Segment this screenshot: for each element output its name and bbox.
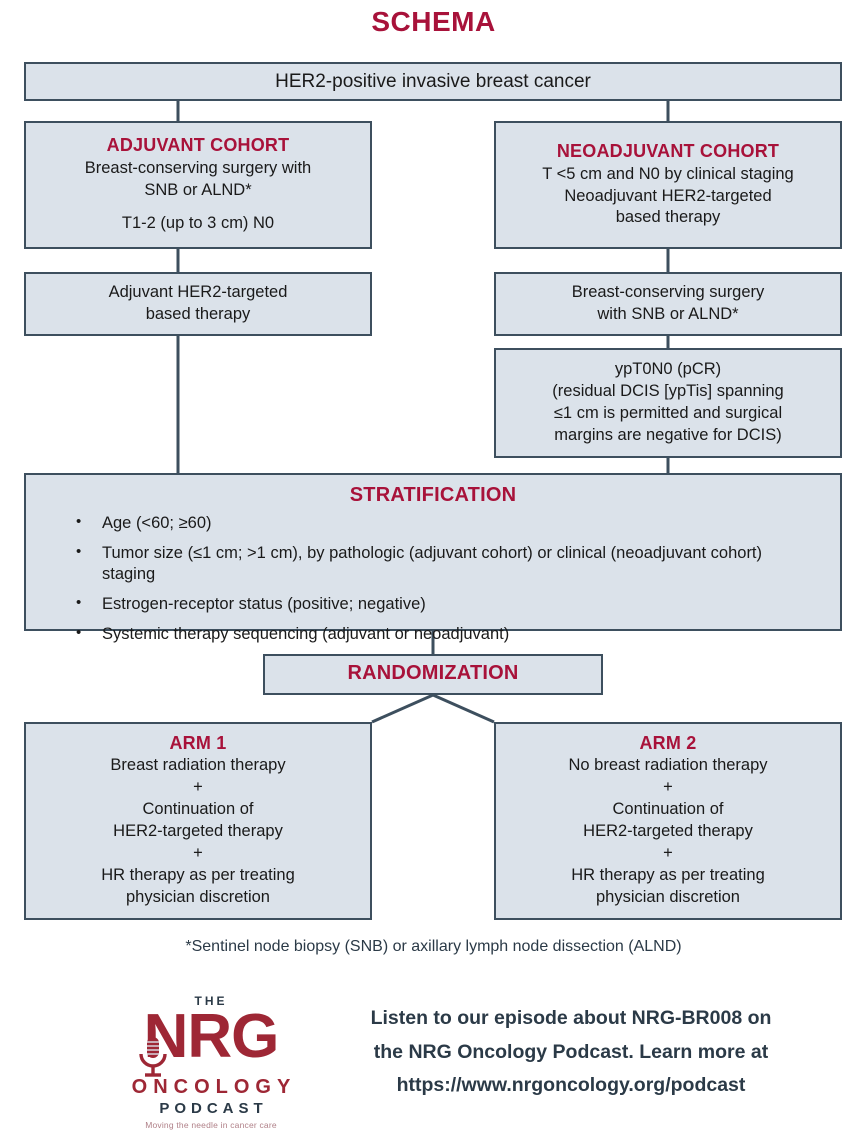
adjuvant-therapy-line-2: based therapy bbox=[145, 305, 251, 323]
arm2-line-3: HER2-targeted therapy bbox=[583, 822, 753, 841]
node-pathologic-complete-response: ypT0N0 (pCR) (residual DCIS [ypTis] span… bbox=[494, 348, 842, 458]
neoadjuvant-cohort-line-2: Neoadjuvant HER2-targeted bbox=[564, 186, 772, 205]
stratification-header: STRATIFICATION bbox=[349, 484, 517, 506]
connector-randomization-to-arm1 bbox=[371, 693, 434, 724]
arm2-line-5: physician discretion bbox=[596, 887, 740, 906]
adjuvant-cohort-line-1: Breast-conserving surgery with bbox=[84, 159, 312, 178]
stratification-factor: Systemic therapy sequencing (adjuvant or… bbox=[72, 623, 816, 645]
node-neoadjuvant-cohort: NEOADJUVANT COHORT T <5 cm and N0 by cli… bbox=[494, 121, 842, 249]
population-text: HER2-positive invasive breast cancer bbox=[275, 70, 591, 92]
arm1-line-4: HR therapy as per treating bbox=[101, 865, 295, 884]
logo-oncology-text: ONCOLOGY bbox=[131, 1076, 297, 1098]
arm1-line-5: physician discretion bbox=[126, 887, 270, 906]
adjuvant-therapy-line-1: Adjuvant HER2-targeted bbox=[108, 283, 288, 302]
podcast-url[interactable]: https://www.nrgoncology.org/podcast bbox=[396, 1074, 746, 1097]
node-adjuvant-cohort: ADJUVANT COHORT Breast-conserving surger… bbox=[24, 121, 372, 249]
node-adjuvant-therapy: Adjuvant HER2-targeted based therapy bbox=[24, 272, 372, 336]
logo-tagline: Moving the needle in cancer care bbox=[145, 1120, 277, 1130]
promo-line-2: the NRG Oncology Podcast. Learn more at bbox=[373, 1040, 769, 1063]
pcr-line-3: ≤1 cm is permitted and surgical bbox=[553, 404, 783, 422]
podcast-promo-text: Listen to our episode about NRG-BR008 on… bbox=[326, 1002, 816, 1103]
adjuvant-cohort-staging: T1-2 (up to 3 cm) N0 bbox=[121, 213, 275, 232]
stratification-factor: Tumor size (≤1 cm; >1 cm), by pathologic… bbox=[72, 542, 816, 585]
pcr-line-4: margins are negative for DCIS) bbox=[554, 425, 782, 444]
adjuvant-cohort-header: ADJUVANT COHORT bbox=[106, 135, 290, 156]
nrg-oncology-podcast-logo: THE NRG ONCOLOGY PODCAST Moving the need… bbox=[118, 992, 304, 1131]
node-arm-1: ARM 1 Breast radiation therapy + Continu… bbox=[24, 722, 372, 920]
stratification-factor: Estrogen-receptor status (positive; nega… bbox=[72, 593, 816, 615]
arm1-header: ARM 1 bbox=[169, 733, 227, 754]
connector-randomization-to-arm2 bbox=[432, 693, 495, 724]
arm2-line-1: No breast radiation therapy bbox=[568, 756, 768, 775]
stratification-factor: Age (<60; ≥60) bbox=[72, 512, 816, 534]
arm2-header: ARM 2 bbox=[639, 733, 697, 754]
pcr-line-1: ypT0N0 (pCR) bbox=[614, 360, 722, 379]
microphone-icon bbox=[139, 1037, 167, 1077]
arm1-line-2: Continuation of bbox=[142, 800, 254, 819]
stratification-factor-list: Age (<60; ≥60) Tumor size (≤1 cm; >1 cm)… bbox=[26, 512, 840, 655]
neoadjuvant-surgery-line-1: Breast-conserving surgery bbox=[571, 283, 765, 302]
page-title: SCHEMA bbox=[371, 6, 496, 37]
arm1-line-3: HER2-targeted therapy bbox=[113, 822, 283, 841]
randomization-header: RANDOMIZATION bbox=[347, 662, 519, 684]
arm1-plus-1: + bbox=[193, 778, 203, 797]
logo-podcast-text: PODCAST bbox=[159, 1100, 268, 1117]
neoadjuvant-cohort-header: NEOADJUVANT COHORT bbox=[556, 140, 780, 161]
node-arm-2: ARM 2 No breast radiation therapy + Cont… bbox=[494, 722, 842, 920]
node-stratification: STRATIFICATION Age (<60; ≥60) Tumor size… bbox=[24, 473, 842, 643]
arm2-line-4: HR therapy as per treating bbox=[571, 865, 765, 884]
node-population: HER2-positive invasive breast cancer bbox=[24, 62, 842, 101]
neoadjuvant-cohort-line-1: T <5 cm and N0 by clinical staging bbox=[542, 164, 794, 183]
promo-line-1: Listen to our episode about NRG-BR008 on bbox=[370, 1007, 772, 1029]
podcast-promo-section: THE NRG ONCOLOGY PODCAST Moving the need… bbox=[0, 992, 867, 1131]
arm2-line-2: Continuation of bbox=[612, 800, 724, 819]
arm2-plus-1: + bbox=[663, 778, 673, 797]
node-neoadjuvant-surgery: Breast-conserving surgery with SNB or AL… bbox=[494, 272, 842, 336]
neoadjuvant-surgery-line-2: with SNB or ALND* bbox=[597, 305, 739, 323]
arm1-plus-2: + bbox=[193, 843, 203, 862]
pcr-line-2: (residual DCIS [ypTis] spanning bbox=[552, 382, 784, 401]
logo-the-text: THE bbox=[194, 994, 228, 1008]
adjuvant-cohort-line-2: SNB or ALND* bbox=[144, 181, 252, 200]
neoadjuvant-cohort-line-3: based therapy bbox=[615, 208, 721, 227]
node-randomization: RANDOMIZATION bbox=[263, 654, 603, 695]
arm2-plus-2: + bbox=[663, 843, 673, 862]
arm1-line-1: Breast radiation therapy bbox=[110, 756, 286, 775]
footnote: *Sentinel node biopsy (SNB) or axillary … bbox=[185, 938, 682, 955]
